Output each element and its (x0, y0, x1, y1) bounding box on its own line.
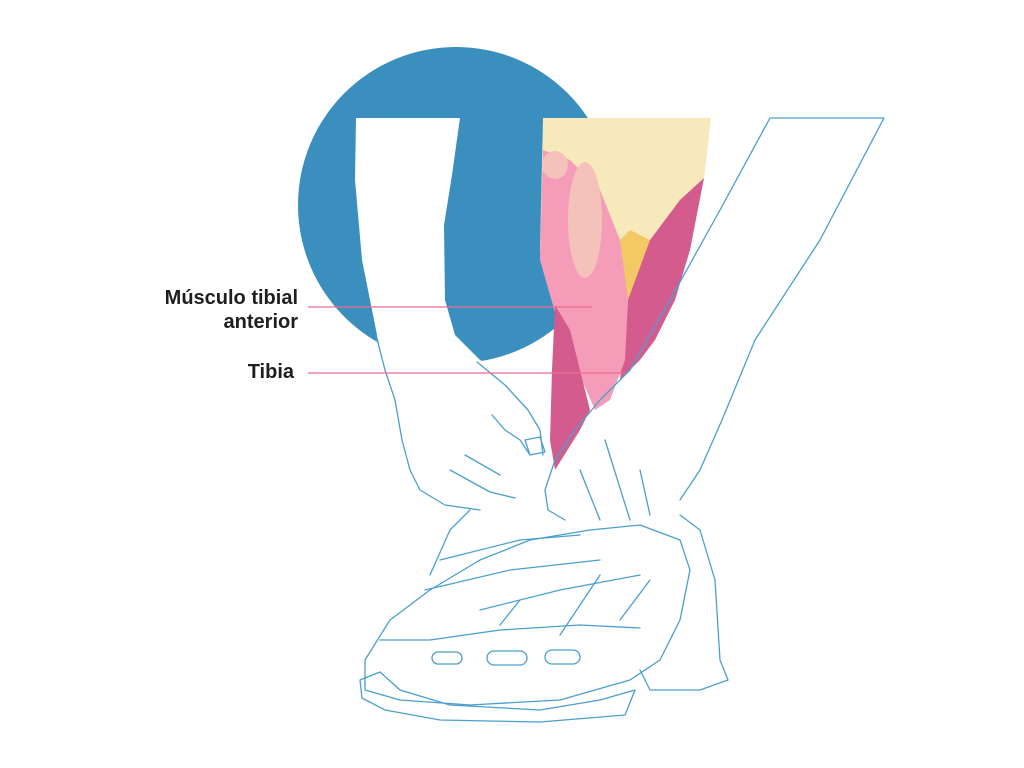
sneaker (359, 509, 729, 723)
label-tibia: Tibia (247, 361, 294, 383)
label-tibialis-anterior: Músculo tibial anterior (165, 286, 298, 334)
label-line-2: anterior (223, 311, 298, 333)
label-line-1: Músculo tibial (164, 287, 298, 309)
right-arm (550, 118, 884, 530)
tendon-top (542, 151, 568, 179)
muscle-dark (620, 178, 704, 380)
right-arm-outline (544, 117, 885, 521)
tendon (568, 162, 602, 278)
tibialis-anterior-muscle (550, 305, 590, 470)
muscle-pink (540, 150, 628, 410)
left-arm-outline (375, 334, 481, 511)
left-hand-outline (449, 361, 546, 499)
left-arm (355, 118, 548, 505)
